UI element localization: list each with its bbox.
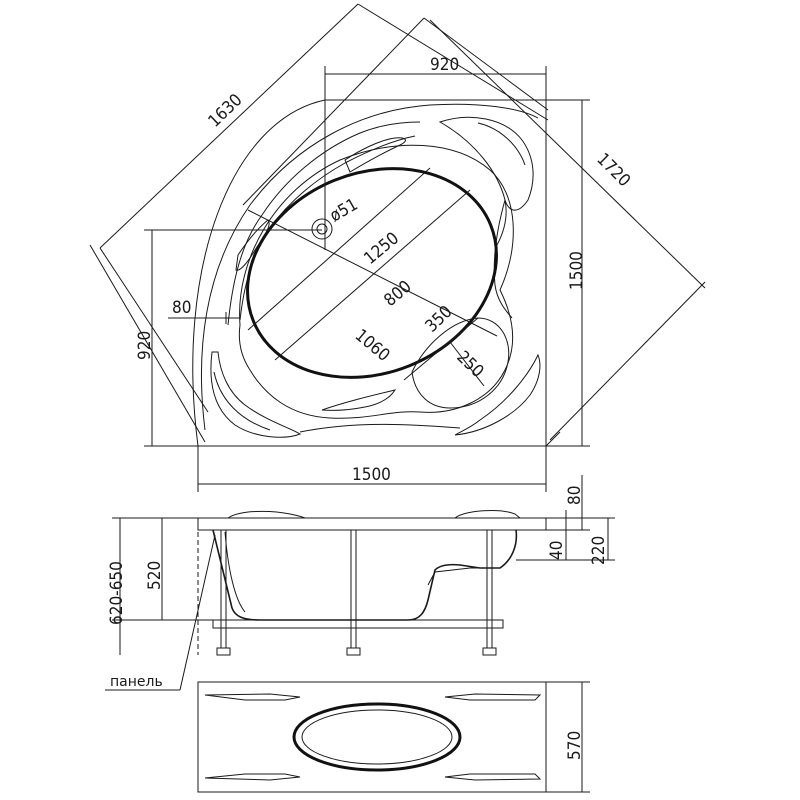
front-wedge-top-left <box>204 693 301 701</box>
front-wedge-bottom-left <box>204 773 301 781</box>
dim-line-1630 <box>99 3 359 249</box>
rim-outer-curve <box>200 103 539 431</box>
dim-text-620-650: 620-650 <box>107 561 127 625</box>
armrest-top-left <box>344 137 406 173</box>
bowl-ellipse <box>246 167 498 379</box>
drain-circle-outer <box>311 218 333 240</box>
dim-text-1060: 1060 <box>351 326 394 366</box>
dim-text-40-side: 40 <box>547 541 567 560</box>
side-headrest-left <box>227 510 306 519</box>
front-wedge-bottom-right <box>444 773 542 781</box>
side-foot-3 <box>482 647 497 656</box>
dim-text-520: 520 <box>145 561 165 590</box>
dim-line-1060 <box>247 167 431 331</box>
dim-text-570: 570 <box>565 731 585 760</box>
front-wedge-top-right <box>444 693 542 701</box>
side-leg-3 <box>486 529 493 649</box>
dim-text-1630: 1630 <box>205 90 247 131</box>
dim-text-1500-bottom: 1500 <box>352 465 391 485</box>
panel-label: панель <box>110 674 163 690</box>
headrest-top-right-inner <box>477 122 526 166</box>
dim-ext-1720-a <box>429 19 706 289</box>
dim-ext-inner-diag <box>423 17 549 111</box>
front-view: 570 <box>197 681 590 793</box>
dim-line-1720 <box>549 281 706 441</box>
deck-left <box>227 121 421 326</box>
side-rim <box>197 517 547 531</box>
dim-text-800: 800 <box>380 277 415 311</box>
dim-line-1250 <box>247 209 498 337</box>
dim-text-drain: ø51 <box>327 195 362 227</box>
dim-text-920-left: 920 <box>135 331 155 360</box>
dim-text-1250: 1250 <box>360 228 403 268</box>
dim-ext-1630-c <box>89 244 206 443</box>
dim-text-220-side: 220 <box>589 536 609 565</box>
side-foot-2 <box>346 647 361 656</box>
front-bowl-outer <box>292 702 462 772</box>
dim-line-800 <box>274 189 471 361</box>
dim-line-350 <box>403 317 479 381</box>
headrest-bottom-left-inner <box>213 371 271 431</box>
panel-leader-a <box>179 534 216 691</box>
dim-line-inner-diagonal <box>242 17 425 206</box>
bowl-rim <box>238 144 514 419</box>
side-leg-2 <box>350 529 357 649</box>
dim-text-80: 80 <box>172 298 191 318</box>
side-foot-1 <box>216 647 231 656</box>
dim-ext-1720-b <box>545 431 561 447</box>
dim-ext-1630-a <box>357 3 549 121</box>
seat-circle <box>411 317 510 409</box>
dim-ext-1630-b <box>99 247 209 413</box>
side-tub-inner <box>224 531 246 613</box>
front-outline <box>197 681 547 793</box>
side-view: панель 620-650 520 80 40 220 <box>105 475 615 691</box>
tub-outline <box>192 99 547 447</box>
side-frame-base <box>212 619 504 629</box>
dim-text-1500-right: 1500 <box>567 251 587 290</box>
side-seat-step <box>427 567 485 586</box>
side-leg-1 <box>220 529 227 649</box>
dim-line-250 <box>449 341 485 387</box>
dim-text-80-side: 80 <box>565 486 585 505</box>
armrest-bottom-right <box>454 353 541 436</box>
headrest-bottom-left <box>210 351 302 438</box>
dim-text-350: 350 <box>422 302 457 337</box>
plan-view: 1630 920 1720 1500 920 1500 ø51 1250 800… <box>89 3 706 492</box>
headrest-top-right <box>438 116 534 211</box>
dim-text-920-top: 920 <box>430 55 459 75</box>
deck-bottom-right <box>299 423 461 433</box>
side-tub-body <box>212 529 518 621</box>
drain-circle-inner <box>316 223 328 235</box>
seat-bottom-wedge <box>321 389 397 411</box>
front-bowl-inner <box>301 709 453 765</box>
side-headrest-right <box>454 510 521 519</box>
